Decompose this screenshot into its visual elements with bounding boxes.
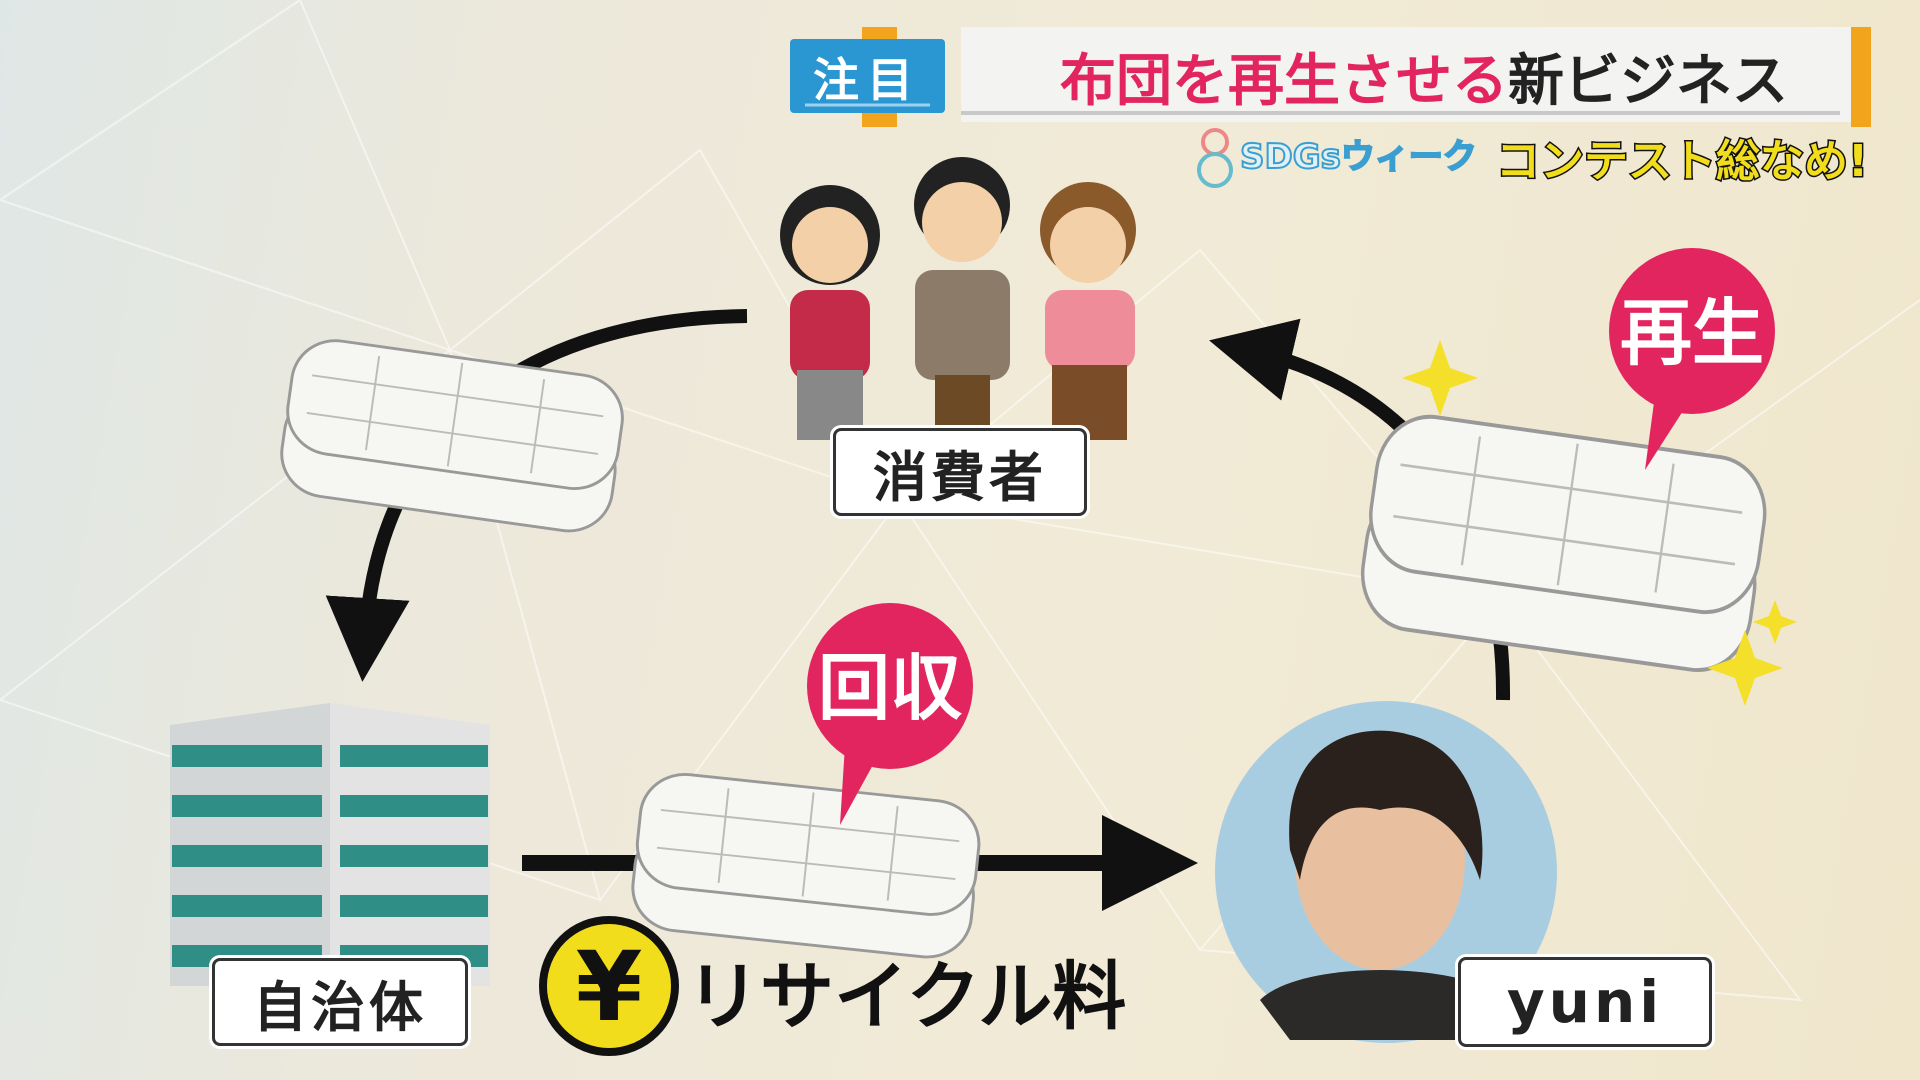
consumers-illustration [780,157,1136,440]
label-consumer: 消費者 [833,428,1087,516]
headline: 布団を再生させる新ビジネス [1060,49,1788,114]
sdgs-week-label: SDGsウィーク [1240,137,1477,177]
label-company: yuni [1458,957,1712,1047]
municipality-building-icon [170,703,490,986]
bubble-collect: 回収 [807,603,973,825]
svg-text:再生: 再生 [1620,291,1764,375]
recycling-fee-label: リサイクル料 [686,954,1126,1040]
header-bar [961,27,1851,122]
sparkle-icon [1402,340,1797,706]
label-municipality: 自治体 [212,958,468,1046]
contest-label: コンテスト総なめ! [1496,136,1868,187]
svg-text:回収: 回収 [818,646,962,730]
sdgs-logo-icon [1197,128,1233,188]
badge-attention [790,39,945,113]
svg-text:注目: 注目 [813,53,921,107]
bubble-regenerate: 再生 [1609,248,1775,470]
yen-icon: ¥ [539,916,679,1056]
futon-used-middle [627,768,985,963]
svg-text:¥: ¥ [576,931,643,1043]
futon-used-top [274,333,630,539]
